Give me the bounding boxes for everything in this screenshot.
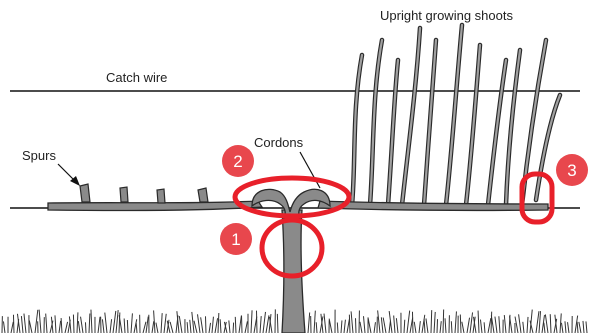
marker-2-badge: 2 bbox=[222, 145, 254, 177]
spurs bbox=[80, 184, 208, 203]
label-spurs: Spurs bbox=[22, 148, 56, 163]
spur bbox=[80, 184, 90, 202]
label-catch-wire: Catch wire bbox=[106, 70, 167, 85]
svg-text:3: 3 bbox=[567, 161, 576, 180]
spur bbox=[198, 188, 208, 202]
trunk bbox=[282, 210, 305, 333]
svg-text:2: 2 bbox=[233, 152, 242, 171]
marker-1-badge: 1 bbox=[220, 223, 252, 255]
spur bbox=[157, 189, 165, 203]
label-cordons: Cordons bbox=[254, 135, 304, 150]
svg-text:1: 1 bbox=[231, 230, 240, 249]
label-upright-shoots: Upright growing shoots bbox=[380, 8, 513, 23]
spur bbox=[120, 187, 128, 202]
shoot bbox=[536, 95, 560, 200]
cordons-leader bbox=[300, 152, 320, 188]
marker-3-badge: 3 bbox=[556, 154, 588, 186]
